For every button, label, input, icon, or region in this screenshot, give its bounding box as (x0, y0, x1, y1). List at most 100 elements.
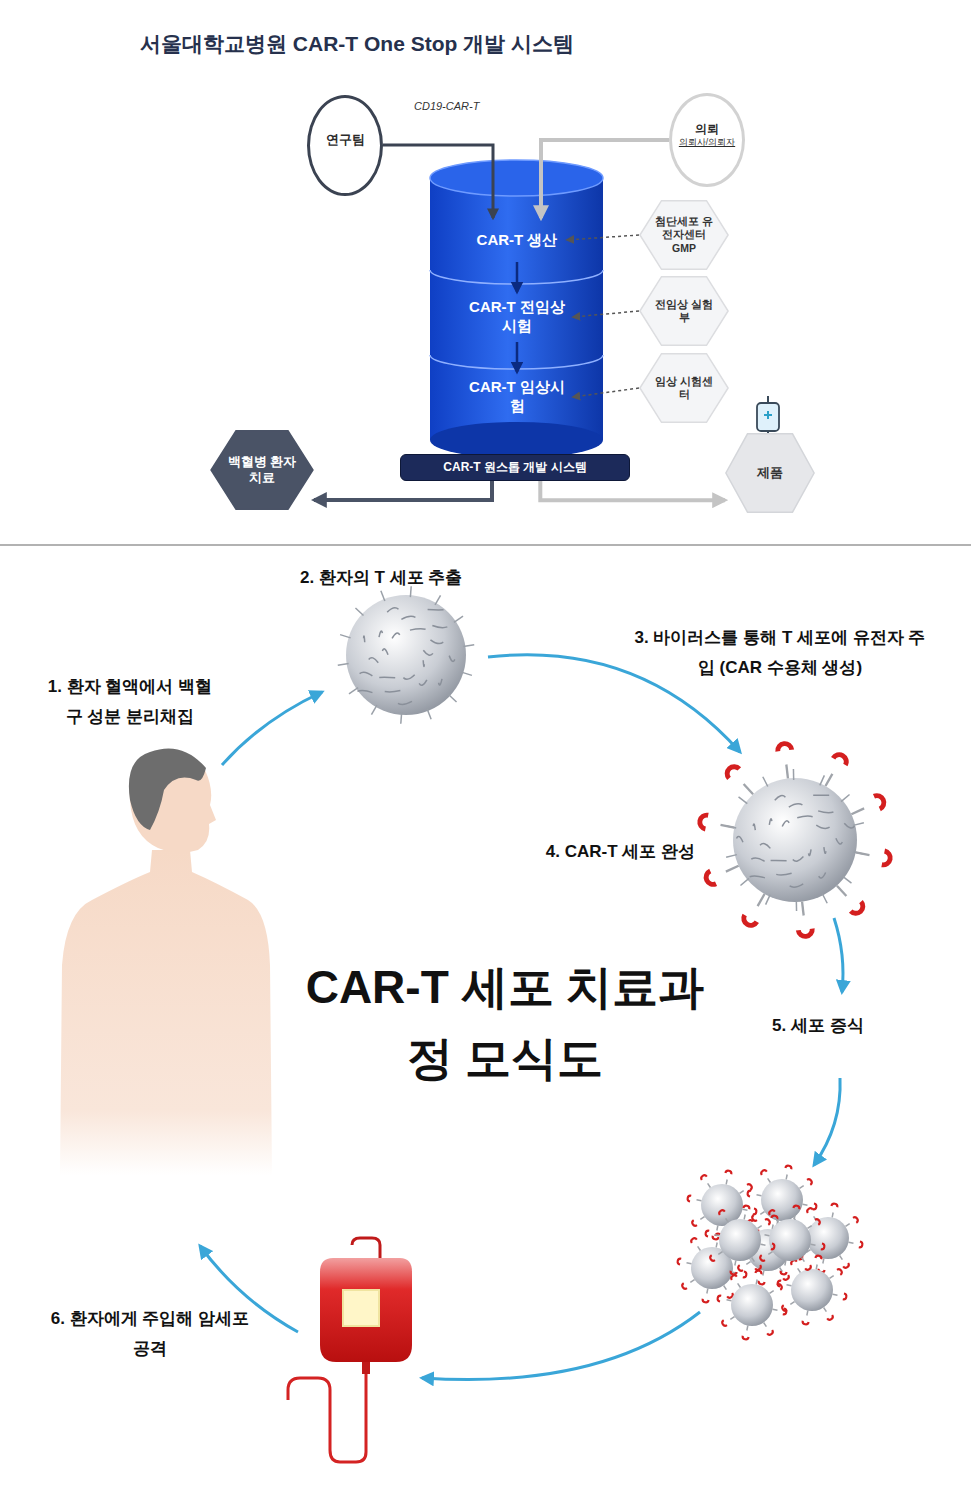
receptor-stalk (770, 1291, 774, 1294)
car-receptor (759, 1255, 765, 1262)
receptor-stalk (740, 1191, 744, 1194)
car-receptor (815, 1255, 821, 1259)
car-receptor (704, 871, 716, 887)
cell-spike (766, 895, 771, 905)
car-receptor (843, 1293, 847, 1299)
receptor-stalk (724, 1286, 727, 1290)
car-receptor (709, 1255, 715, 1262)
hexagon-shape (726, 434, 814, 512)
cell-spike (740, 878, 748, 885)
car-receptor (760, 1169, 767, 1175)
circle-node: 의뢰의뢰사/의뢰자 (669, 93, 745, 187)
receptor-stalk (806, 1311, 808, 1316)
cylinder-base (430, 422, 603, 458)
cell-hair (385, 691, 401, 692)
cell-hair (809, 849, 812, 855)
cell-hair (819, 872, 826, 878)
cell-hair (439, 679, 442, 685)
car-receptor (702, 1299, 708, 1303)
car-receptor (882, 851, 892, 866)
receptor-stalk (785, 1175, 787, 1180)
car-receptor (755, 1265, 762, 1271)
node-label: CAR-T 전임상시험 (469, 298, 565, 336)
receptor-stalk (811, 1243, 816, 1245)
receptor-stalk (734, 1261, 736, 1266)
receptor-stalk (706, 1289, 708, 1294)
cell-spike (355, 608, 363, 615)
node-content: CAR-T 생산 (477, 231, 558, 250)
receptor-stalk (725, 1180, 727, 1185)
car-receptor (699, 814, 709, 829)
cylinder-band: CAR-T 전임상시험 (461, 292, 573, 342)
diagram-heading: CAR-T 세포 치료과정 모식도 (290, 952, 720, 1095)
hexagon-node: 임상 시험센터 (639, 353, 729, 423)
cell-spike (340, 635, 351, 638)
node-label: 임상 시험센터 (653, 375, 715, 401)
receptor-stalk (690, 1280, 694, 1283)
car-receptor (777, 743, 792, 752)
receptor-stalk (802, 1258, 805, 1262)
cell-hair (776, 873, 791, 875)
car-receptor (827, 1315, 834, 1321)
car-receptor (717, 1295, 721, 1301)
cylinder-band: CAR-T 임상시험 (461, 372, 573, 422)
connector-arrow (383, 145, 493, 218)
hexagon-shape (640, 277, 728, 346)
cell-hair (449, 656, 455, 662)
receptor-stalk (784, 1261, 786, 1266)
receptor-stalk (744, 784, 753, 794)
cell-spike (820, 775, 825, 785)
car-receptor (705, 1230, 709, 1236)
receptor-stalk (856, 852, 870, 855)
cell-hair (753, 824, 755, 830)
car-receptor (747, 1190, 751, 1196)
receptor-stalk (698, 1246, 701, 1250)
car-receptor (700, 1174, 707, 1180)
cell-hair (360, 672, 373, 676)
cell-hair (392, 633, 400, 638)
car-receptor (806, 1207, 813, 1213)
receptor-stalk (746, 1262, 750, 1265)
cell-hair (790, 884, 804, 887)
cell-spike (461, 672, 472, 675)
car-receptor (805, 1265, 812, 1271)
receptor-stalk (802, 902, 804, 916)
receptor-stalk (743, 1215, 745, 1220)
cycle-arrows (200, 655, 843, 1380)
receptor-stalk (715, 1243, 717, 1248)
cell-body (733, 778, 857, 902)
car-receptor (725, 1170, 731, 1174)
step-label: 6. 환자에게 주입해 암세포 공격 (50, 1304, 250, 1364)
hexagon-node: 전임상 실험부 (639, 276, 729, 346)
cell-spike (841, 795, 849, 802)
receptor-stalk (808, 1226, 812, 1229)
node-label: 전임상 실험부 (653, 298, 715, 324)
node-label: 제품 (757, 465, 783, 481)
car-receptor (747, 1183, 753, 1190)
node-content: 연구팀 (326, 132, 365, 148)
receptor-stalk (849, 1241, 854, 1243)
cell-spike (410, 586, 412, 597)
receptor-stalk (760, 1212, 764, 1215)
car-receptor (771, 1243, 775, 1249)
cell-spike (338, 664, 349, 666)
connector-arrow (540, 481, 725, 501)
node-content: 의뢰의뢰사/의뢰자 (679, 122, 735, 148)
t-cell (338, 586, 474, 724)
node-label: 백혈병 환자 치료 (224, 454, 300, 487)
cell-hair (364, 636, 365, 642)
receptor-stalk (831, 1213, 833, 1218)
cell-hair (789, 804, 803, 807)
receptor-stalk (837, 886, 846, 896)
cell-body (761, 1179, 803, 1221)
receptor-stalk (726, 1218, 729, 1222)
cell-hair (813, 794, 829, 796)
cell-spike (793, 769, 795, 780)
cell-spike (371, 705, 377, 715)
cell-hair (751, 858, 764, 861)
receptor-stalk (822, 1259, 824, 1264)
receptor-stalk (776, 1218, 779, 1222)
connector-arrow (516, 262, 519, 292)
